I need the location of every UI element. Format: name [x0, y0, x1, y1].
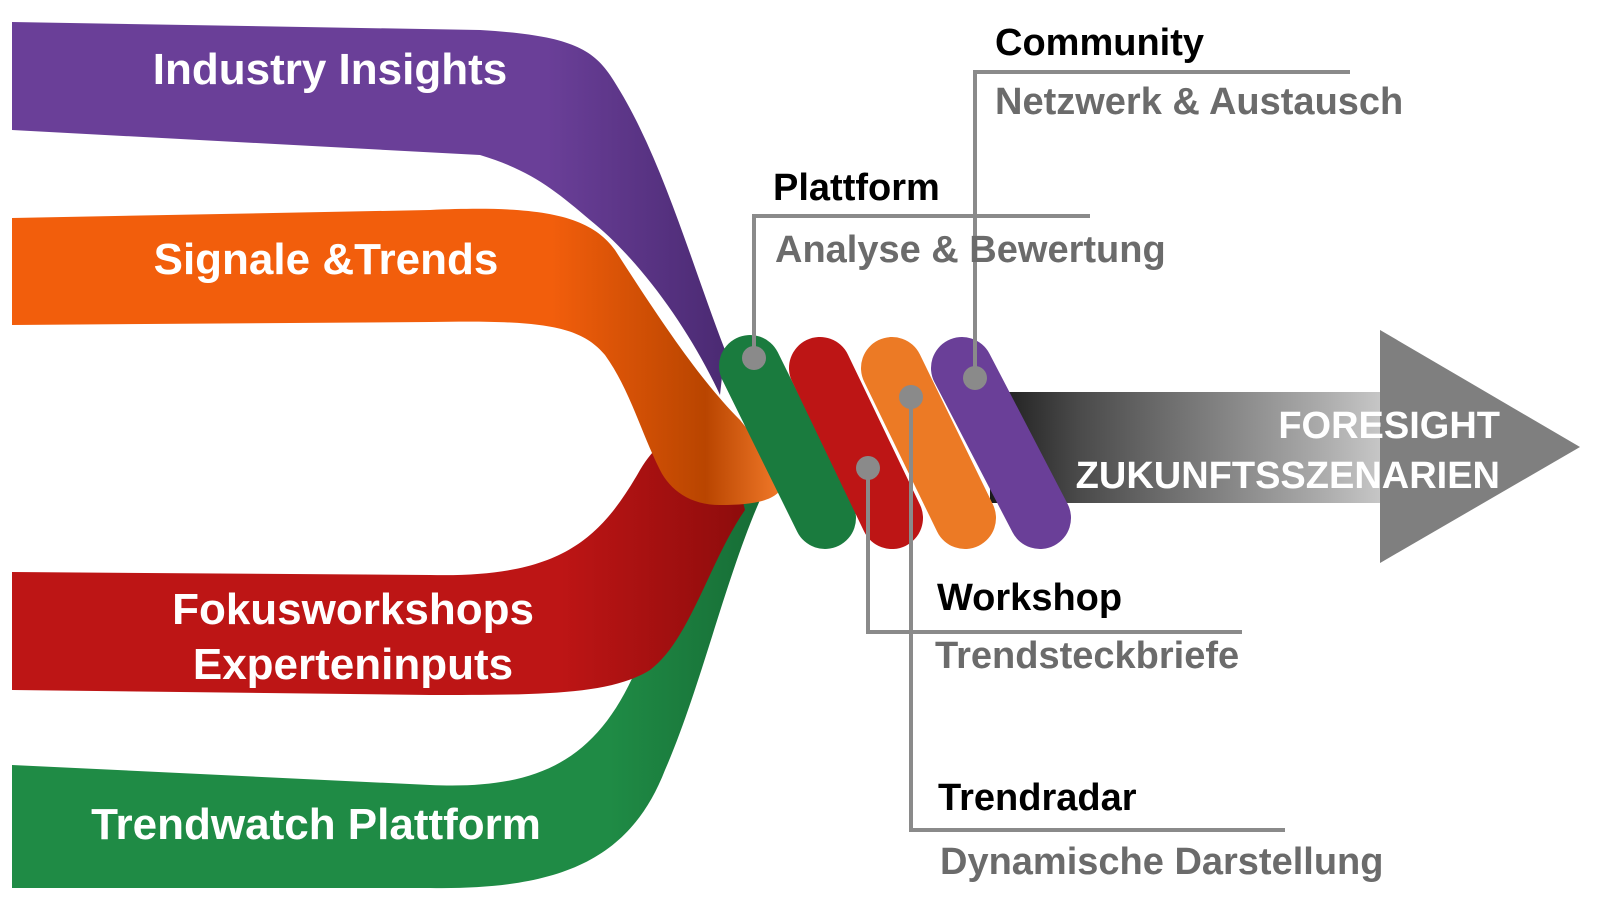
leader-trendradar — [909, 397, 1285, 832]
label-experteninputs: Experteninputs — [193, 640, 513, 689]
foresight-arrow: FORESIGHT ZUKUNFTSSZENARIEN — [990, 330, 1580, 563]
callout-trendradar-title: Trendradar — [938, 777, 1137, 819]
label-industry-insights: Industry Insights — [153, 45, 507, 94]
callout-plattform-title: Plattform — [773, 167, 940, 209]
leader-dot-plattform — [742, 346, 766, 370]
leader-lines — [742, 70, 1350, 832]
arrow-label-zukunftsszenarien: ZUKUNFTSSZENARIEN — [1076, 455, 1500, 497]
leader-workshop — [866, 468, 1242, 634]
coil-strand-red — [789, 337, 923, 549]
callout-workshop-subtitle: Trendsteckbriefe — [935, 635, 1239, 677]
leader-plattform — [752, 214, 1090, 358]
leader-dot-workshop — [856, 456, 880, 480]
callout-plattform-subtitle: Analyse & Bewertung — [775, 229, 1166, 271]
callout-community-subtitle: Netzwerk & Austausch — [995, 81, 1403, 123]
callout-community-title: Community — [995, 22, 1204, 64]
coil — [719, 335, 1071, 549]
callout-workshop-title: Workshop — [937, 577, 1122, 619]
ribbon-fokusworkshops — [12, 436, 745, 695]
leader-dot-trendradar — [899, 385, 923, 409]
foresight-arrow-head — [1380, 330, 1580, 563]
arrow-label-foresight: FORESIGHT — [1278, 405, 1500, 447]
coil-strand-purple — [931, 337, 1071, 549]
ribbon-industry-insights — [12, 22, 725, 395]
label-fokusworkshops: Fokusworkshops — [172, 585, 534, 634]
ribbon-trendwatch — [12, 490, 760, 889]
coil-strand-green — [719, 335, 856, 549]
label-signale-trends: Signale &Trends — [154, 235, 499, 284]
leader-dot-community — [963, 366, 987, 390]
callout-trendradar-subtitle: Dynamische Darstellung — [940, 841, 1383, 883]
ribbon-signale-trends — [12, 208, 783, 505]
leader-community — [973, 70, 1350, 378]
label-trendwatch-plattform: Trendwatch Plattform — [91, 800, 541, 849]
